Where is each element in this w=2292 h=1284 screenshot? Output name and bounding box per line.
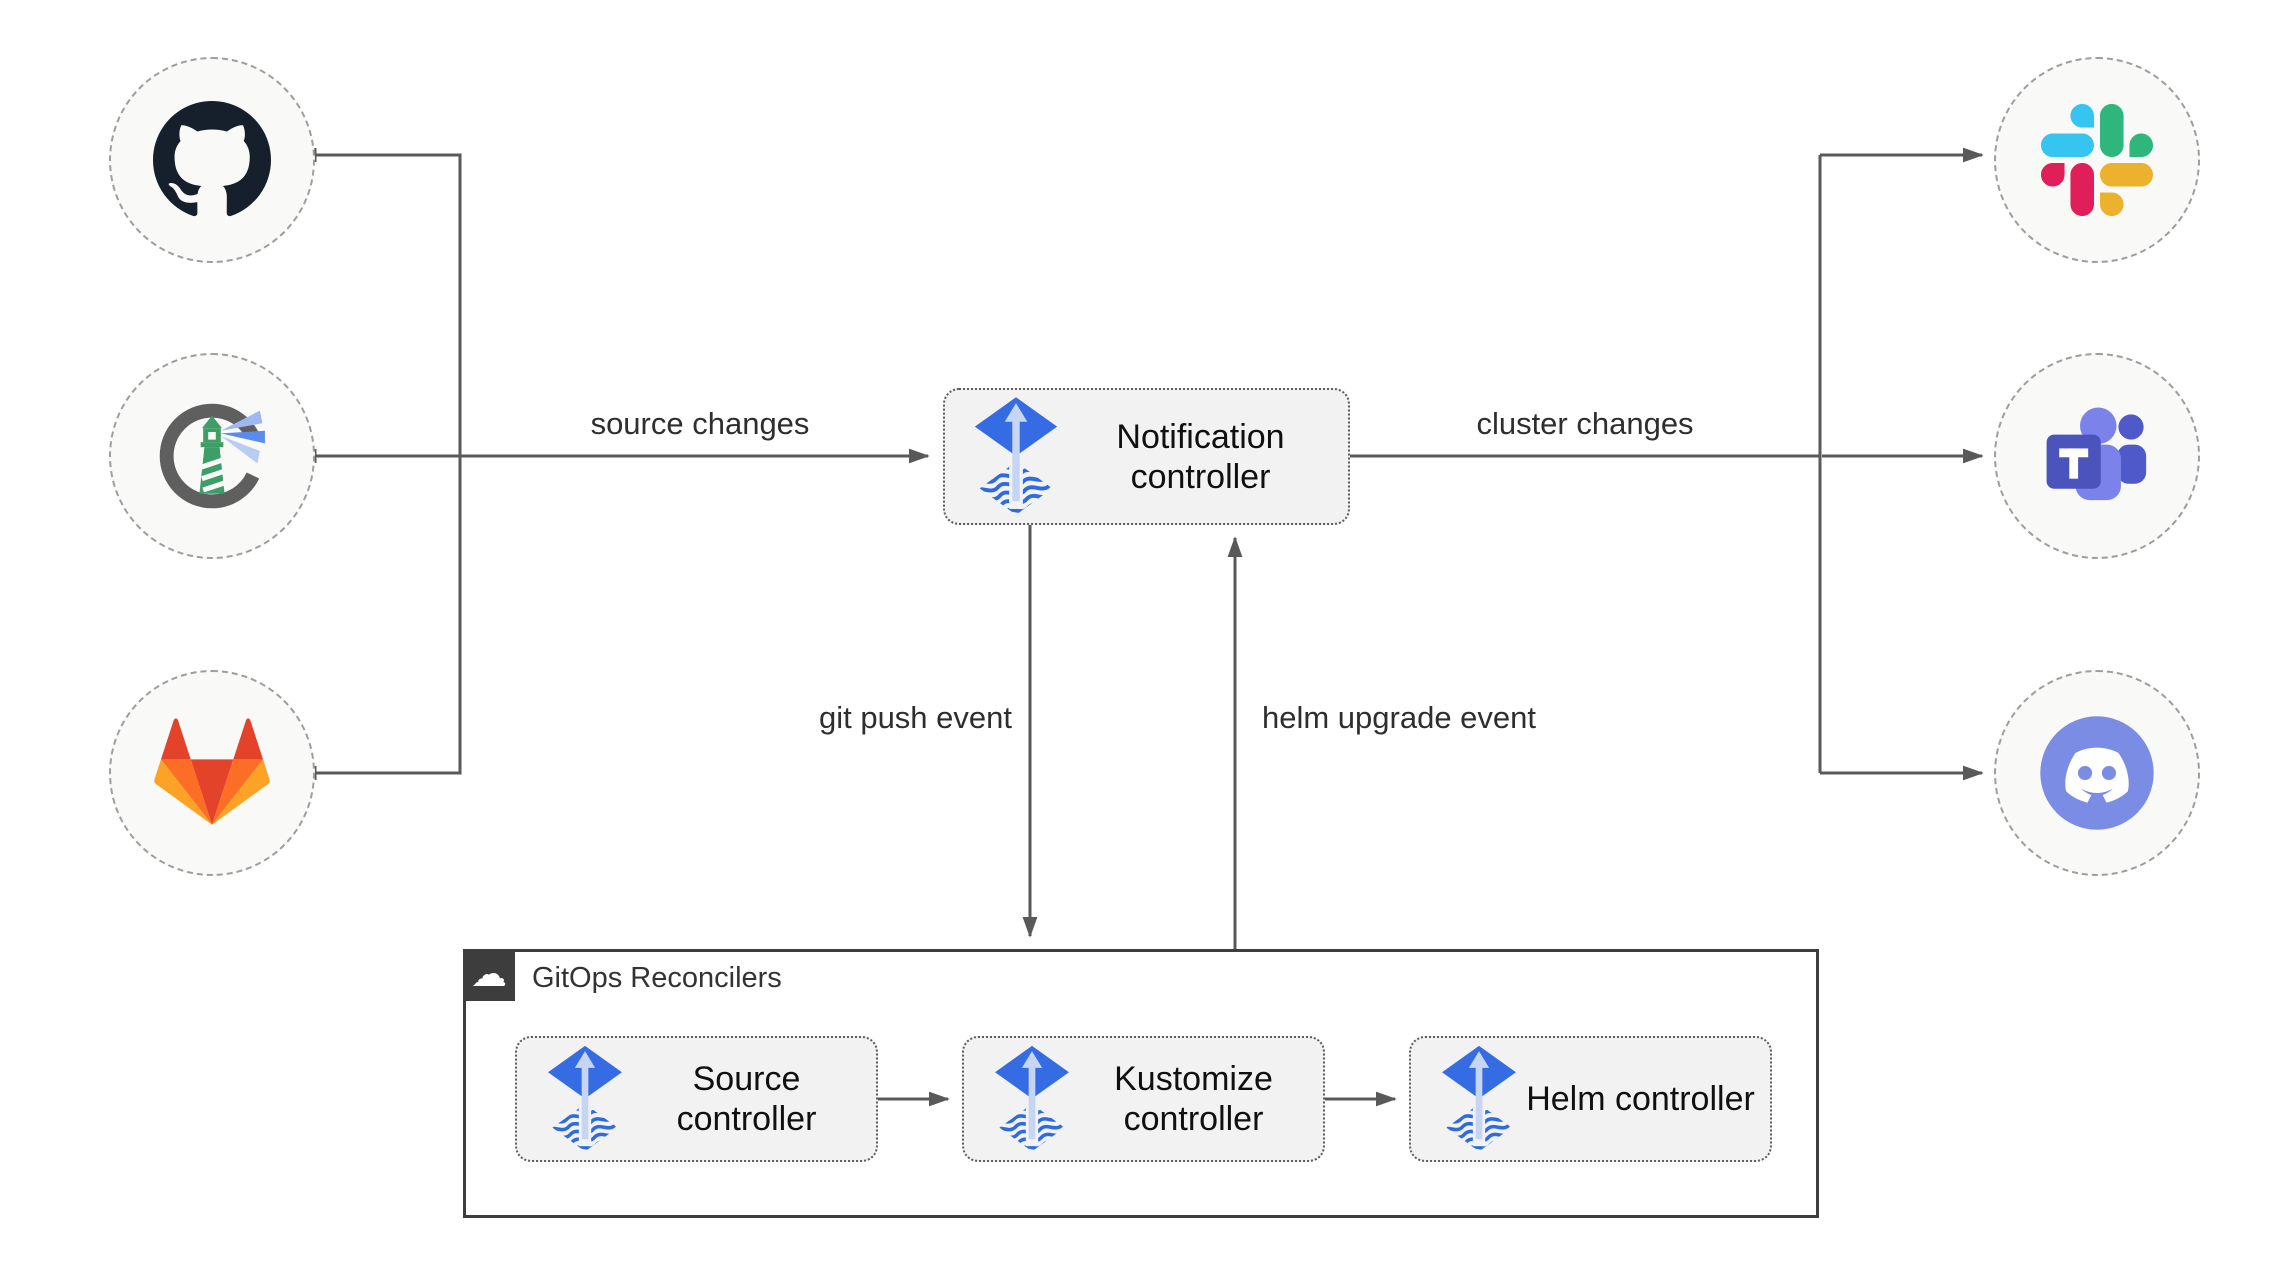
flux-icon [1435, 1044, 1523, 1155]
node-helm-controller: Helm controller [1409, 1036, 1772, 1162]
container-title: GitOps Reconcilers [532, 962, 782, 994]
node-kustomize-controller: Kustomize controller [962, 1036, 1325, 1162]
node-microsoft-teams [1994, 353, 2200, 559]
edge-source-bus [315, 153, 462, 775]
cloud-icon: ☁ [471, 954, 507, 995]
slack-icon [2041, 104, 2153, 216]
node-source-controller: Source controller [515, 1036, 878, 1162]
node-discord [1994, 670, 2200, 876]
flux-icon [988, 1044, 1076, 1155]
node-notification-controller: Notification controller [943, 388, 1350, 525]
flux-icon [967, 395, 1065, 519]
github-icon [153, 101, 271, 217]
node-github [109, 57, 315, 263]
label-source-changes: source changes [590, 406, 810, 441]
edge-target-bus [1350, 155, 1822, 773]
kustomize-controller-label: Kustomize controller [1114, 1060, 1273, 1138]
microsoft-teams-icon [2046, 407, 2147, 501]
label-git-push-event: git push event [818, 700, 1012, 735]
flux-icon [541, 1044, 629, 1155]
discord-icon [2040, 716, 2154, 830]
gitlab-icon [154, 718, 270, 825]
label-helm-upgrade-event: helm upgrade event [1262, 700, 1537, 735]
node-harbor [109, 353, 315, 559]
label-cluster-changes: cluster changes [1476, 406, 1694, 441]
notification-controller-label: Notification controller [1116, 417, 1285, 496]
source-controller-label: Source controller [676, 1060, 817, 1138]
container-badge: ☁ [463, 949, 515, 1001]
helm-controller-label: Helm controller [1526, 1080, 1755, 1118]
node-gitlab [109, 670, 315, 876]
edges [313, 147, 1984, 1107]
harbor-icon [159, 403, 265, 509]
node-slack [1994, 57, 2200, 263]
